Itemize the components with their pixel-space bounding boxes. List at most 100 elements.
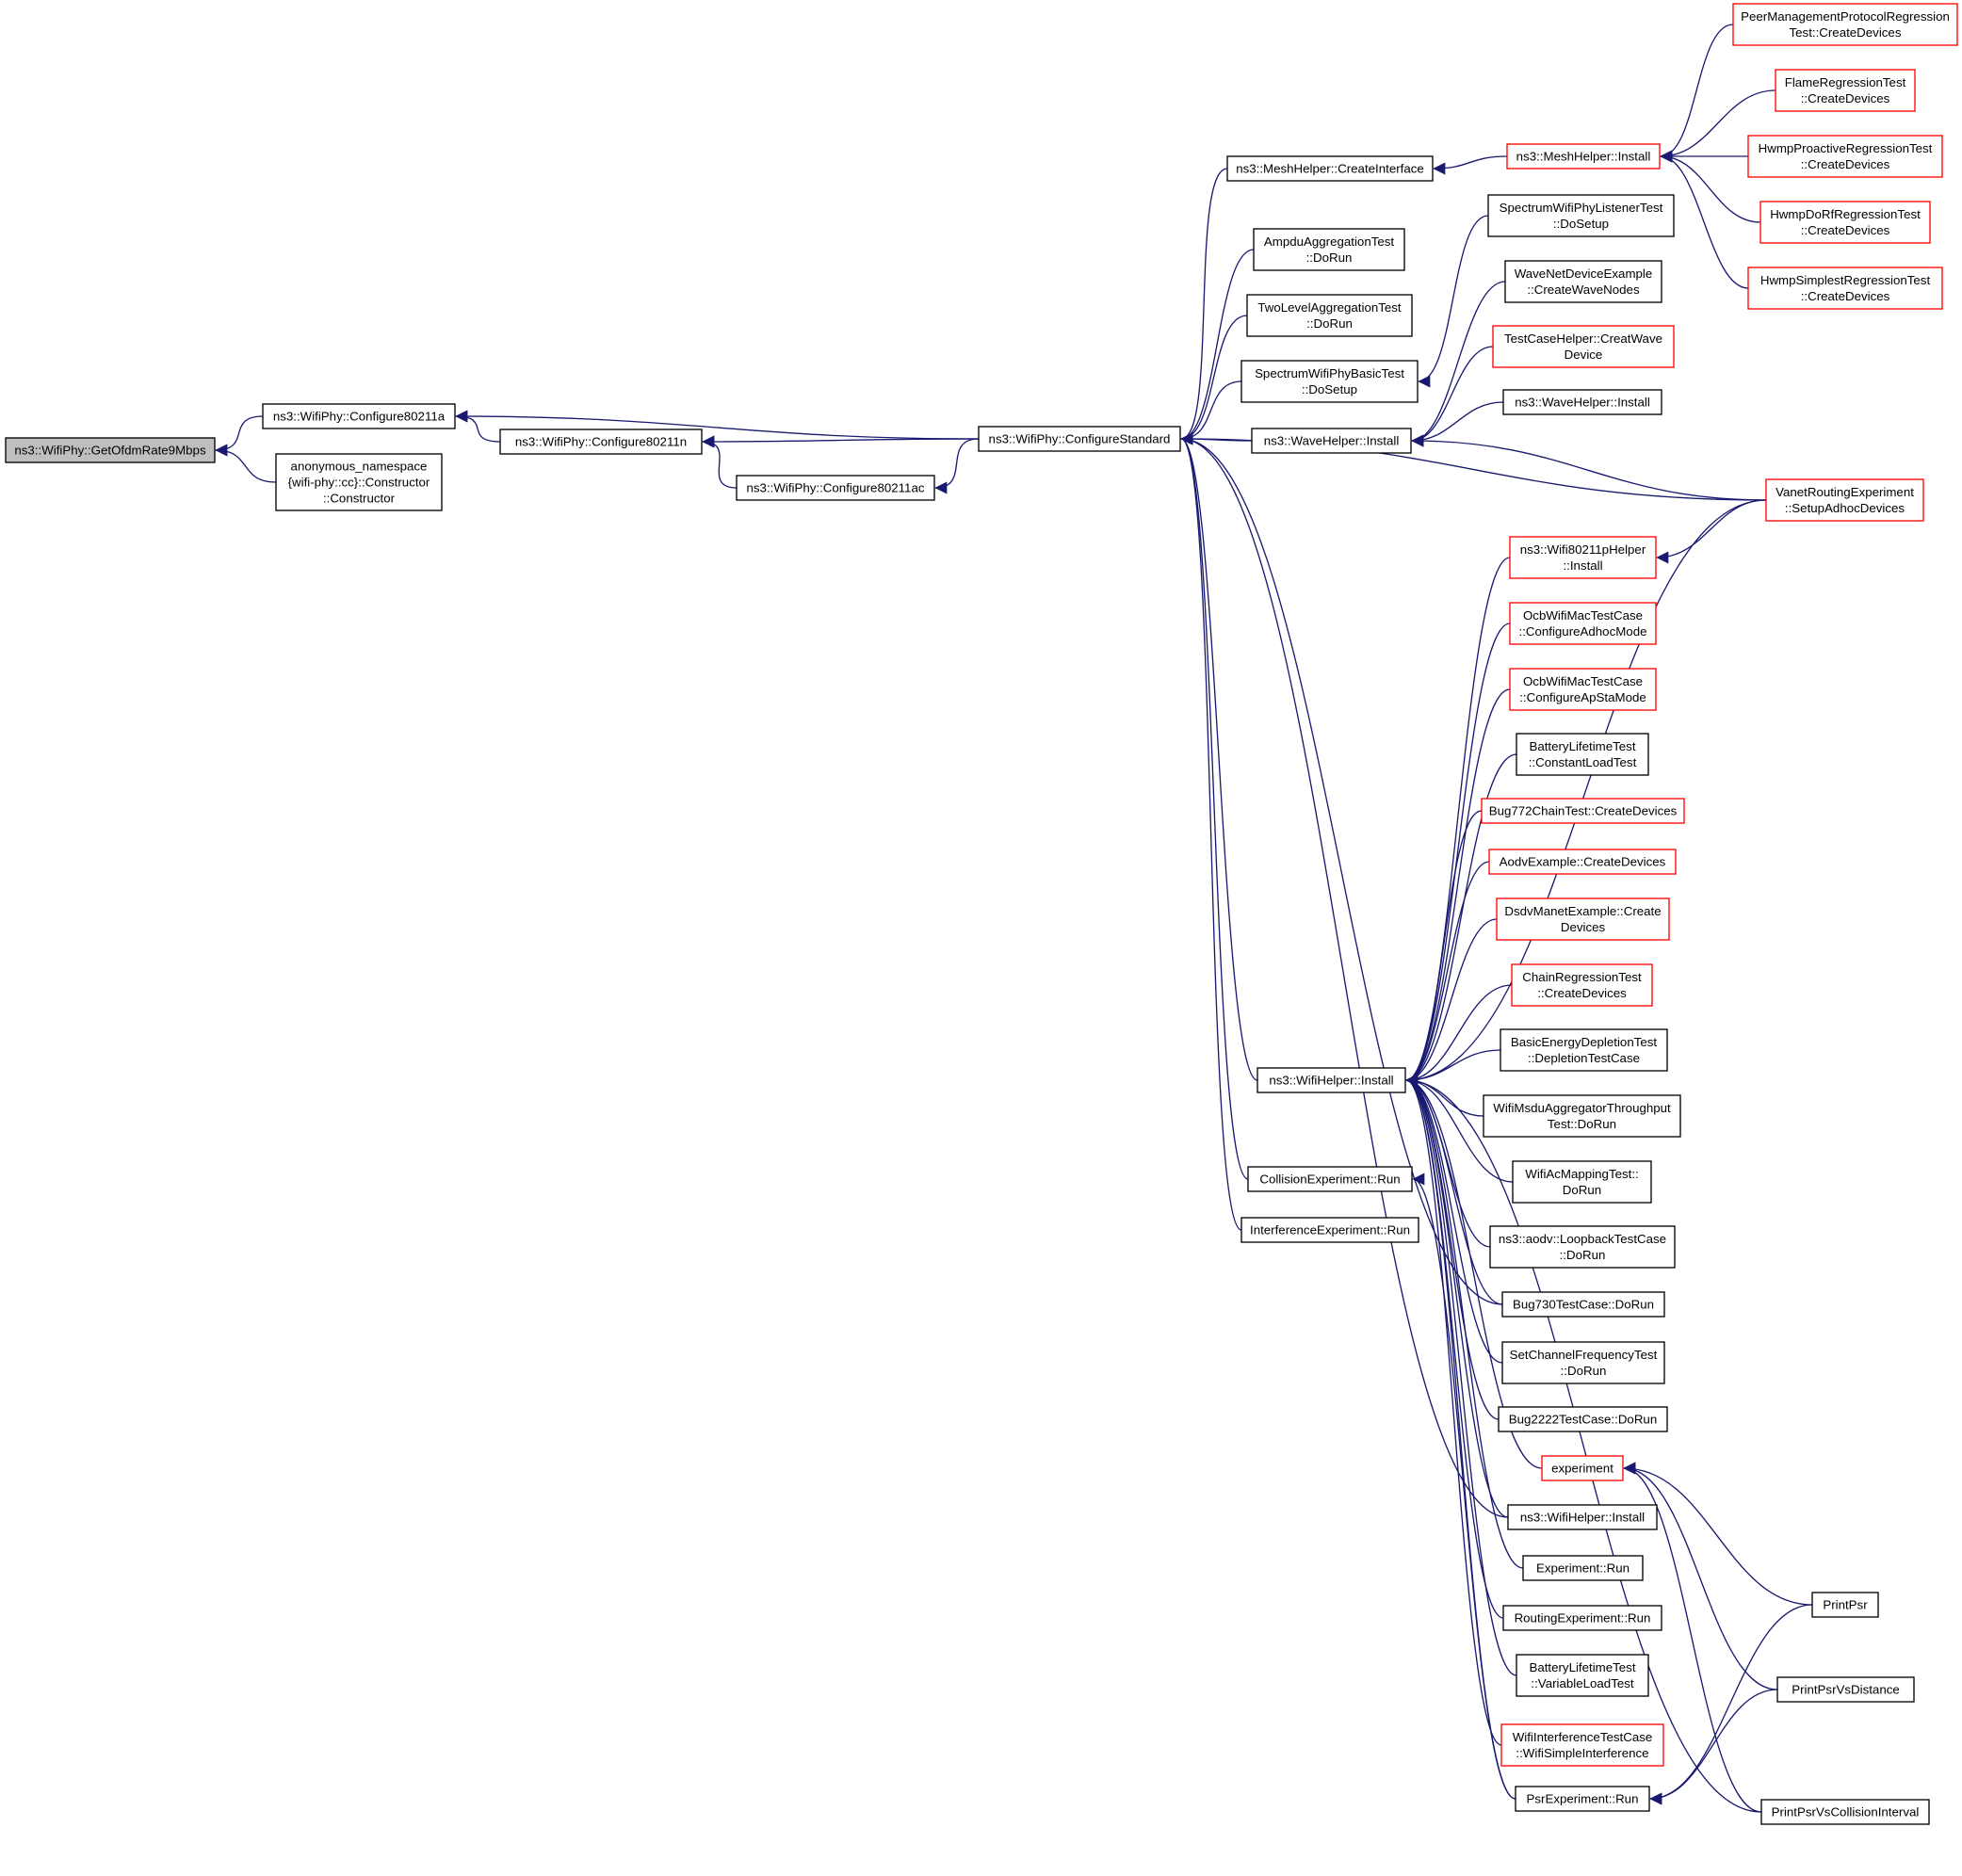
node-root[interactable]: ns3::WifiPhy::GetOfdmRate9Mbps <box>5 437 216 463</box>
node-label: FlameRegressionTest <box>1785 75 1906 89</box>
edge-hwmpsimple-to-meshinst <box>1660 150 1749 289</box>
node-box <box>1509 602 1657 645</box>
edge-aodvex-to-wifiinst <box>1405 861 1490 1087</box>
node-box <box>1247 1166 1413 1192</box>
node-ocbapsta[interactable]: OcbWifiMacTestCase::ConfigureApStaMode <box>1509 668 1657 711</box>
node-hwmpdorf[interactable]: HwmpDoRfRegressionTest::CreateDevices <box>1759 201 1931 244</box>
node-label: Experiment::Run <box>1536 1561 1630 1576</box>
node-bug772[interactable]: Bug772ChainTest::CreateDevices <box>1481 798 1685 824</box>
node-box <box>1506 143 1661 170</box>
node-printpsrcoll[interactable]: PrintPsrVsCollisionInterval <box>1760 1799 1930 1825</box>
node-setchan[interactable]: SetChannelFrequencyTest::DoRun <box>1501 1341 1665 1384</box>
node-c80211a[interactable]: ns3::WifiPhy::Configure80211a <box>262 403 456 429</box>
node-w80211p[interactable]: ns3::Wifi80211pHelper::Install <box>1509 536 1657 579</box>
node-meshci[interactable]: ns3::MeshHelper::CreateInterface <box>1226 155 1434 182</box>
node-c80211ac[interactable]: ns3::WifiPhy::Configure80211ac <box>736 475 935 501</box>
node-box <box>1246 294 1413 337</box>
node-cstd[interactable]: ns3::WifiPhy::ConfigureStandard <box>978 426 1181 452</box>
node-twolevel[interactable]: TwoLevelAggregationTest::DoRun <box>1246 294 1413 337</box>
node-interexp[interactable]: InterferenceExperiment::Run <box>1240 1217 1419 1243</box>
node-label: OcbWifiMacTestCase <box>1523 608 1643 623</box>
node-collexp[interactable]: CollisionExperiment::Run <box>1247 1166 1413 1192</box>
edge-collexp-to-cstd <box>1180 432 1249 1180</box>
edge-printpsrcoll-to-wifiinst <box>1405 1074 1762 1813</box>
node-label: ::DoRun <box>1561 1364 1607 1378</box>
node-ampdu[interactable]: AmpduAggregationTest::DoRun <box>1253 228 1405 271</box>
node-hwmpsimple[interactable]: HwmpSimplestRegressionTest::CreateDevice… <box>1747 267 1943 310</box>
edge-printpsrdist-to-psrexp <box>1649 1689 1778 1805</box>
node-label: experiment <box>1551 1462 1613 1476</box>
node-chainreg[interactable]: ChainRegressionTest::CreateDevices <box>1511 963 1653 1007</box>
node-box <box>499 429 703 455</box>
node-waveinst[interactable]: ns3::WaveHelper::Install <box>1251 428 1412 454</box>
node-aodvex[interactable]: AodvExample::CreateDevices <box>1488 849 1677 875</box>
node-box <box>1512 1160 1652 1204</box>
node-label: ns3::WaveHelper::Install <box>1515 396 1650 410</box>
node-label: PrintPsr <box>1823 1598 1868 1612</box>
edge-wavenet-to-waveinst <box>1411 281 1506 447</box>
edge-tchelper-to-waveinst <box>1411 346 1494 447</box>
node-box <box>1481 798 1685 824</box>
node-label: BatteryLifetimeTest <box>1529 1660 1635 1674</box>
node-printpsr[interactable]: PrintPsr <box>1811 1592 1879 1618</box>
node-label: HwmpSimplestRegressionTest <box>1760 273 1931 287</box>
node-box <box>1760 1799 1930 1825</box>
node-box <box>1515 1786 1650 1812</box>
node-label: ::DoSetup <box>1302 382 1357 396</box>
node-label: ::DoSetup <box>1553 217 1609 231</box>
node-wavehinst[interactable]: ns3::WaveHelper::Install <box>1502 389 1662 415</box>
node-basicenergy[interactable]: BasicEnergyDepletionTest::DepletionTestC… <box>1500 1028 1668 1072</box>
node-bug730[interactable]: Bug730TestCase::DoRun <box>1501 1291 1665 1318</box>
node-c80211n[interactable]: ns3::WifiPhy::Configure80211n <box>499 429 703 455</box>
node-box <box>1502 1605 1662 1631</box>
node-wifiinst[interactable]: ns3::WifiHelper::Install <box>1257 1067 1406 1093</box>
edge-acmap-to-wifiinst <box>1405 1074 1514 1183</box>
node-flame[interactable]: FlameRegressionTest::CreateDevices <box>1775 69 1916 112</box>
node-anon[interactable]: anonymous_namespace{wifi-phy::cc}::Const… <box>275 453 443 511</box>
node-label: ns3::WifiHelper::Install <box>1520 1511 1645 1525</box>
node-splistener[interactable]: SpectrumWifiPhyListenerTest::DoSetup <box>1487 194 1675 237</box>
node-peermgmt[interactable]: PeerManagementProtocolRegressionTest::Cr… <box>1732 3 1958 46</box>
node-label: ::ConfigureAdhocMode <box>1518 624 1646 639</box>
node-printpsrdist[interactable]: PrintPsrVsDistance <box>1776 1676 1915 1703</box>
node-vanet[interactable]: VanetRoutingExperiment::SetupAdhocDevice… <box>1765 478 1924 522</box>
node-box <box>1251 428 1412 454</box>
node-box <box>1502 389 1662 415</box>
node-box <box>1747 267 1943 310</box>
node-aodvloop[interactable]: ns3::aodv::LoopbackTestCase::DoRun <box>1489 1225 1676 1269</box>
edge-printpsr-to-psrexp <box>1649 1604 1813 1805</box>
edge-ocbapsta-to-wifiinst <box>1405 688 1511 1087</box>
node-batteryvar[interactable]: BatteryLifetimeTest::VariableLoadTest <box>1516 1654 1649 1697</box>
node-psrexp[interactable]: PsrExperiment::Run <box>1515 1786 1650 1812</box>
node-box <box>1522 1555 1644 1581</box>
node-box <box>5 437 216 463</box>
node-wavenet[interactable]: WaveNetDeviceExample::CreateWaveNodes <box>1504 260 1662 303</box>
node-wifihinst2[interactable]: ns3::WifiHelper::Install <box>1507 1504 1658 1530</box>
node-label: TwoLevelAggregationTest <box>1257 300 1402 315</box>
node-ocbadhoc[interactable]: OcbWifiMacTestCase::ConfigureAdhocMode <box>1509 602 1657 645</box>
node-batteryconst[interactable]: BatteryLifetimeTest::ConstantLoadTest <box>1516 733 1649 776</box>
node-box <box>1516 1654 1649 1697</box>
node-label: PeerManagementProtocolRegression <box>1741 9 1950 24</box>
node-box <box>262 403 456 429</box>
node-meshinst[interactable]: ns3::MeshHelper::Install <box>1506 143 1661 170</box>
node-wifiinterf[interactable]: WifiInterferenceTestCase::WifiSimpleInte… <box>1500 1723 1664 1767</box>
node-box <box>1257 1067 1406 1093</box>
node-dsdv[interactable]: DsdvManetExample::CreateDevices <box>1496 898 1670 941</box>
node-spbasic[interactable]: SpectrumWifiPhyBasicTest::DoSetup <box>1240 360 1419 403</box>
node-experiment[interactable]: experiment <box>1541 1455 1624 1481</box>
node-box <box>1732 3 1958 46</box>
node-box <box>1509 536 1657 579</box>
node-label: ns3::WifiPhy::ConfigureStandard <box>989 432 1171 446</box>
node-hwmppro[interactable]: HwmpProactiveRegressionTest::CreateDevic… <box>1747 135 1943 178</box>
node-label: AmpduAggregationTest <box>1264 234 1395 249</box>
node-acmap[interactable]: WifiAcMappingTest::DoRun <box>1512 1160 1652 1204</box>
edge-anon-to-root <box>215 444 277 483</box>
node-routingexp[interactable]: RoutingExperiment::Run <box>1502 1605 1662 1631</box>
node-label: ::SetupAdhocDevices <box>1785 501 1905 515</box>
node-bug2222[interactable]: Bug2222TestCase::DoRun <box>1498 1406 1668 1432</box>
node-exprun[interactable]: Experiment::Run <box>1522 1555 1644 1581</box>
node-box <box>1501 1291 1665 1318</box>
